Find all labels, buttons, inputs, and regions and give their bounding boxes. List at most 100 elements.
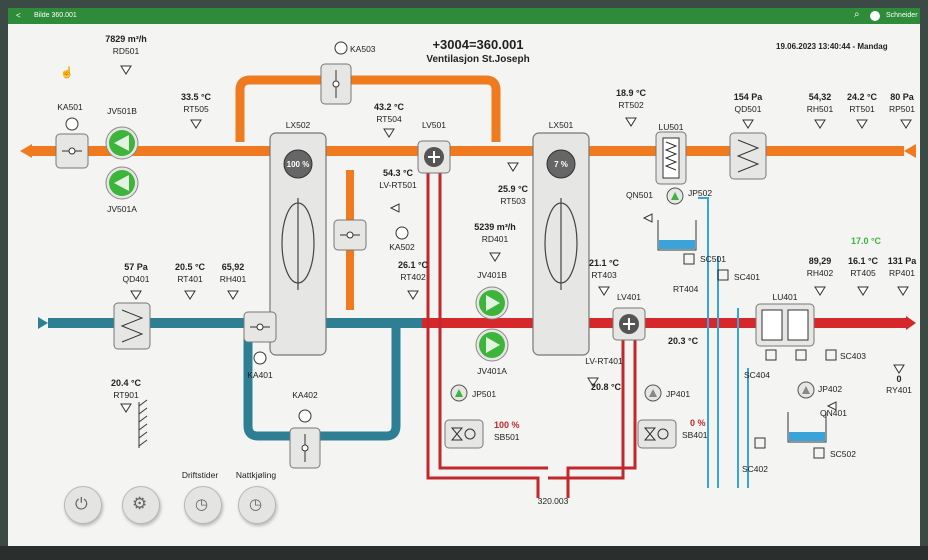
rt402-tag: RT402 <box>400 272 426 282</box>
lv-supply-temp: 20.3 °C <box>668 336 699 346</box>
lx502-label: LX502 <box>285 120 311 130</box>
lv501-label: LV501 <box>422 120 446 130</box>
cooler-lu501[interactable] <box>655 131 687 185</box>
lx502-percent: 100 % <box>286 160 310 169</box>
power-icon: ⏻ <box>75 496 88 513</box>
rt901-value: 20.4 °C <box>110 378 142 388</box>
rt401-tag: RT401 <box>177 274 203 284</box>
rt405-tag: RT405 <box>850 268 876 278</box>
jv501b-label: JV501B <box>107 106 137 116</box>
sb501-label: SB501 <box>494 432 520 442</box>
rh501-value: 54,32 <box>808 92 832 102</box>
bypass-duct <box>235 75 501 142</box>
search-icon[interactable]: ⌕ <box>854 9 860 20</box>
valve-lv501[interactable] <box>417 140 451 174</box>
rh401-value: 65,92 <box>221 262 245 272</box>
rt505-value: 33.5 °C <box>180 92 212 102</box>
damper-ka401[interactable] <box>243 311 277 343</box>
lv401-label: LV401 <box>617 292 641 302</box>
rp501-value: 80 Pa <box>890 92 914 102</box>
pump-jp502[interactable] <box>666 187 684 205</box>
pipe-reference: 320.003 <box>537 496 569 506</box>
driftstider-button[interactable]: ◷ <box>184 486 222 524</box>
nattkjoling-label: Nattkjøling <box>235 470 277 480</box>
fan-jv401a[interactable] <box>475 328 509 362</box>
rt405-setpoint: 17.0 °C <box>850 236 882 246</box>
filter-qd401[interactable] <box>113 302 151 350</box>
pump-jp501[interactable] <box>450 384 468 402</box>
lvrt401-tag: LV-RT401 <box>585 356 623 366</box>
screen-title: Bilde 360.001 <box>34 12 77 19</box>
tank-qn501 <box>657 220 697 251</box>
rt502-tag: RT502 <box>618 100 644 110</box>
rt403-tag: RT403 <box>591 270 617 280</box>
ka503-label: KA503 <box>350 44 376 54</box>
lx502-status-icon <box>283 149 313 179</box>
lu501-label: LU501 <box>658 122 684 132</box>
rh501-tag: RH501 <box>806 104 834 114</box>
sensor-symbols <box>120 65 912 413</box>
damper-ka503[interactable] <box>320 63 352 105</box>
damper-ka502[interactable] <box>333 219 367 251</box>
sc501-label: SC501 <box>700 254 726 264</box>
fan-jv501a[interactable] <box>105 166 139 200</box>
monitor-bezel <box>0 546 928 560</box>
clock-icon: ◷ <box>195 496 209 513</box>
sb401-percent: 0 % <box>690 418 706 428</box>
hand-icon[interactable]: ☝ <box>60 67 74 79</box>
rh402-value: 89,29 <box>808 256 832 266</box>
filter-qd501[interactable] <box>729 132 767 180</box>
exhaust-out-arrow <box>20 144 32 158</box>
rt403-value: 21.1 °C <box>588 258 620 268</box>
damper-ka501[interactable] <box>55 133 89 169</box>
valve-sb501[interactable] <box>444 419 484 449</box>
supply-out-arrow <box>906 316 916 330</box>
ka401-label: KA401 <box>247 370 273 380</box>
qn501-label: QN501 <box>626 190 653 200</box>
brand-logo: Schneider <box>886 12 918 19</box>
rt501-tag: RT501 <box>849 104 875 114</box>
damper-ka402[interactable] <box>289 427 321 469</box>
valve-lv401[interactable] <box>612 307 646 341</box>
coil-lu401[interactable] <box>755 303 815 347</box>
process-diagram <box>20 41 916 498</box>
small-valves[interactable] <box>683 253 837 459</box>
heating-pipes <box>426 173 637 498</box>
fan-jv401b[interactable] <box>475 286 509 320</box>
ka501-label: KA501 <box>57 102 83 112</box>
driftstider-label: Driftstider <box>181 470 219 480</box>
ry401-tag: RY401 <box>886 385 912 395</box>
scada-screen: < Bilde 360.001 ⌕ Schneider <box>8 8 920 546</box>
jp402-label: JP402 <box>818 384 843 394</box>
lvrt401-value: 20.8 °C <box>590 382 622 392</box>
rt504-value: 43.2 °C <box>373 102 405 112</box>
rd401-value: 5239 m³/h <box>474 222 516 232</box>
valve-sb401[interactable] <box>637 419 677 449</box>
damper-actuators <box>65 41 409 423</box>
power-button[interactable]: ⏻ <box>64 486 102 524</box>
pump-jp401[interactable] <box>644 384 662 402</box>
pump-jp402[interactable] <box>797 381 815 399</box>
rt502-value: 18.9 °C <box>615 88 647 98</box>
tank-qn401 <box>787 412 827 443</box>
settings-button[interactable]: ⚙ <box>122 486 160 524</box>
nattkjoling-button[interactable]: ◷ <box>238 486 276 524</box>
rt504-tag: RT504 <box>376 114 402 124</box>
clock-icon: ◷ <box>249 496 263 513</box>
qd401-tag: QD401 <box>122 274 150 284</box>
fan-jv501b[interactable] <box>105 126 139 160</box>
back-button[interactable]: < <box>16 11 21 20</box>
user-icon[interactable] <box>870 11 880 21</box>
sc402-label: SC402 <box>742 464 768 474</box>
gear-icon: ⚙ <box>132 494 148 513</box>
qn401-label: QN401 <box>820 408 847 418</box>
rt503-tag: RT503 <box>500 196 526 206</box>
page-title: +3004=360.001 <box>432 37 524 52</box>
rt404-label: RT404 <box>673 284 699 294</box>
top-bar: < Bilde 360.001 ⌕ Schneider <box>8 8 920 24</box>
rd501-value: 7829 m³/h <box>105 34 147 44</box>
sc502-label: SC502 <box>830 449 856 459</box>
rt501-value: 24.2 °C <box>846 92 878 102</box>
rt405-value: 16.1 °C <box>847 256 879 266</box>
sb501-percent: 100 % <box>494 420 520 430</box>
